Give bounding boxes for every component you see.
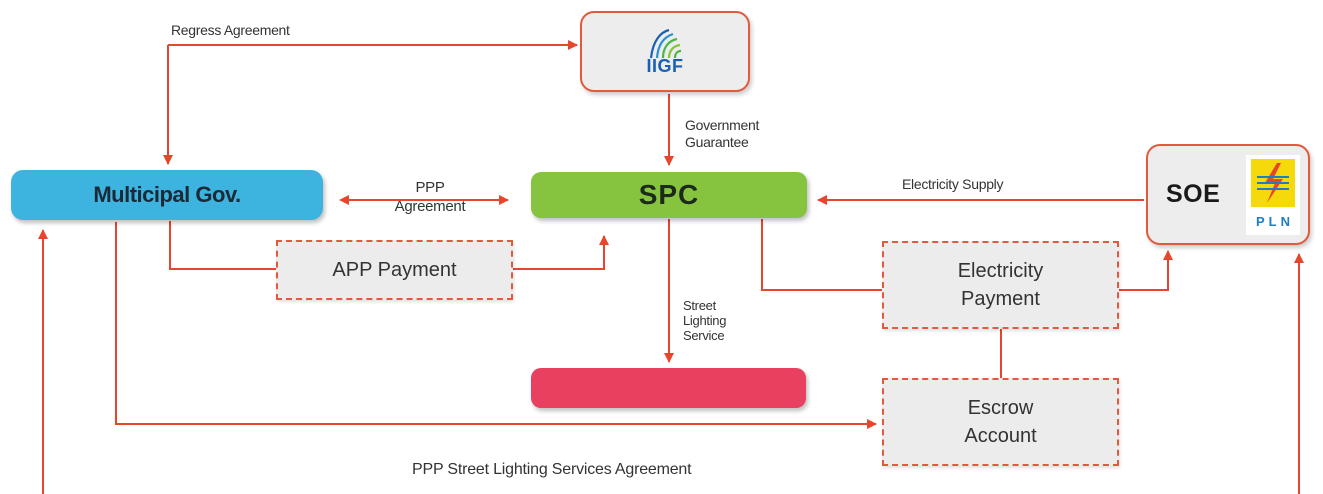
electricity-payment-label: Electricity Payment bbox=[957, 260, 1044, 310]
municipal-to-escrow-arrow bbox=[115, 222, 877, 429]
municipal-gov-label: Multicipal Gov. bbox=[93, 182, 241, 207]
spc-node: SPC bbox=[531, 172, 807, 218]
pln-logo-text: PLN bbox=[1256, 214, 1294, 229]
iigf-logo-icon bbox=[649, 28, 682, 59]
pln-logo: PLN bbox=[1246, 155, 1300, 235]
app-payment-label: APP Payment bbox=[332, 259, 457, 281]
regress-agreement-label: Regress Agreement bbox=[171, 22, 290, 38]
electricity-payment-line-in bbox=[761, 219, 882, 291]
municipal-gov-node: Multicipal Gov. bbox=[11, 170, 323, 220]
government-guarantee-label: Government Guarantee bbox=[685, 117, 760, 150]
street-lighting-service-label: Street Lighting Service bbox=[683, 298, 727, 343]
iigf-node: IIGF bbox=[580, 11, 750, 92]
electricity-payment-line-out bbox=[1119, 250, 1173, 291]
ppp-agreement-label: PPP Agreement bbox=[394, 179, 466, 215]
iigf-label: IIGF bbox=[646, 56, 684, 76]
soe-label: SOE bbox=[1166, 180, 1221, 208]
app-payment-node: APP Payment bbox=[276, 240, 513, 300]
escrow-account-label: Escrow Account bbox=[964, 397, 1037, 447]
street-lighting-entity-node bbox=[531, 368, 806, 408]
overall-agreement-label: PPP Street Lighting Services Agreement bbox=[412, 461, 692, 478]
escrow-account-node: Escrow Account bbox=[882, 378, 1119, 466]
spc-label: SPC bbox=[638, 179, 700, 210]
electricity-supply-label: Electricity Supply bbox=[902, 176, 1004, 192]
app-payment-line-out bbox=[513, 235, 609, 270]
soe-node: SOE PLN bbox=[1146, 144, 1310, 245]
electricity-payment-node: Electricity Payment bbox=[882, 241, 1119, 329]
pln-lightning-icon bbox=[1251, 159, 1295, 207]
app-payment-line-in bbox=[169, 221, 276, 270]
